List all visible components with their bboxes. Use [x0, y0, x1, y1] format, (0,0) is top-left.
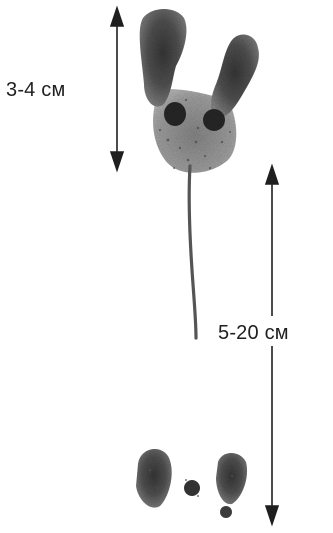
- base-bud-small: [220, 506, 232, 518]
- organism-head: [140, 9, 259, 173]
- organism-base-cluster: [136, 449, 247, 518]
- base-bud-center: [184, 480, 200, 496]
- tail-length-label: 5-20 см: [218, 322, 289, 344]
- head-spot-left: [164, 102, 186, 126]
- head-size-arrow: [111, 8, 123, 170]
- head-size-label: 3-4 см: [6, 79, 65, 101]
- right-lobe: [211, 34, 259, 118]
- base-lobe-right: [216, 453, 247, 504]
- base-lobe-left: [136, 449, 172, 508]
- organism-tail: [189, 166, 196, 338]
- head-spot-right: [203, 109, 225, 131]
